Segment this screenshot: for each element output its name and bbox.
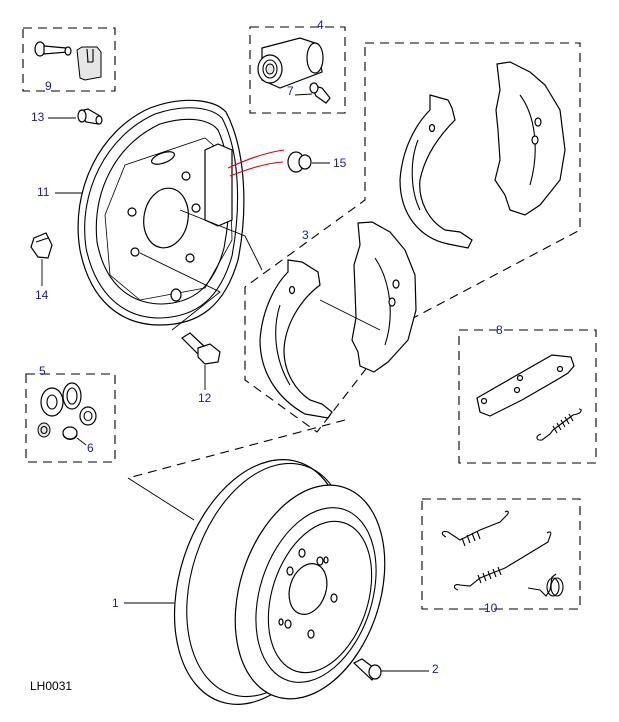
callout-2[interactable]: 2 (381, 662, 439, 676)
group-box-10 (421, 498, 581, 610)
group-box-3 (244, 42, 581, 433)
callout-11[interactable]: 11 (37, 185, 82, 199)
assembly-guide-lines (127, 209, 381, 521)
svg-text:3: 3 (302, 228, 309, 242)
callout-5[interactable]: 5 (39, 364, 46, 378)
svg-text:12: 12 (198, 391, 212, 405)
part-hold-down-clip (76, 46, 102, 81)
part-drum-screw (352, 658, 382, 681)
group-box-9 (22, 27, 116, 92)
callout-7[interactable]: 7 (287, 84, 313, 98)
callout-12[interactable]: 12 (198, 365, 212, 405)
part-brake-shoe-lower-right (351, 221, 417, 373)
svg-text:15: 15 (333, 156, 347, 170)
part-bleed-screw (309, 82, 331, 104)
svg-text:13: 13 (31, 110, 45, 124)
callout-9[interactable]: 9 (45, 79, 52, 93)
svg-text:9: 9 (45, 79, 52, 93)
callout-14[interactable]: 14 (35, 259, 49, 302)
part-plug-15 (287, 151, 312, 173)
reference-code: LH0031 (30, 679, 72, 693)
part-spring-long (453, 531, 552, 591)
part-dust-cap (62, 426, 78, 440)
svg-text:4: 4 (317, 18, 324, 32)
svg-text:6: 6 (87, 441, 94, 455)
svg-text:8: 8 (496, 323, 503, 337)
svg-text:11: 11 (37, 185, 50, 199)
part-spring-coil (527, 573, 564, 597)
part-brake-shoe-upper-right (494, 61, 566, 216)
callout-3[interactable]: 3 (302, 228, 309, 242)
svg-text:2: 2 (432, 662, 439, 676)
part-brake-shoe-lower-left (259, 259, 333, 419)
part-grommet-14 (30, 232, 53, 259)
callout-6[interactable]: 6 (76, 437, 94, 455)
callout-13[interactable]: 13 (31, 110, 76, 124)
callout-4[interactable]: 4 (317, 18, 324, 32)
svg-text:14: 14 (35, 288, 49, 302)
highlight-lines (227, 149, 285, 177)
part-bolt-13 (77, 108, 103, 125)
part-brake-drum (173, 459, 386, 705)
part-wheel-cylinder (257, 37, 324, 89)
callout-10[interactable]: 10 (484, 601, 498, 615)
part-adjuster-spring (536, 408, 582, 441)
part-repair-kit-seals (37, 382, 97, 438)
svg-text:7: 7 (287, 84, 294, 98)
svg-text:10: 10 (484, 601, 498, 615)
callout-1[interactable]: 1 (112, 596, 174, 610)
svg-text:1: 1 (112, 596, 119, 610)
part-adjuster-plate (476, 354, 575, 417)
group-box-4 (249, 26, 346, 114)
part-spring-short (441, 510, 509, 547)
part-brake-shoe-upper-left (399, 94, 473, 249)
group-box-8 (458, 329, 597, 464)
part-bolt-12 (181, 332, 221, 365)
part-hold-down-pin (34, 41, 72, 57)
callout-8[interactable]: 8 (496, 323, 503, 337)
callout-15[interactable]: 15 (312, 156, 347, 170)
svg-text:5: 5 (39, 364, 46, 378)
part-backplate (77, 99, 245, 326)
